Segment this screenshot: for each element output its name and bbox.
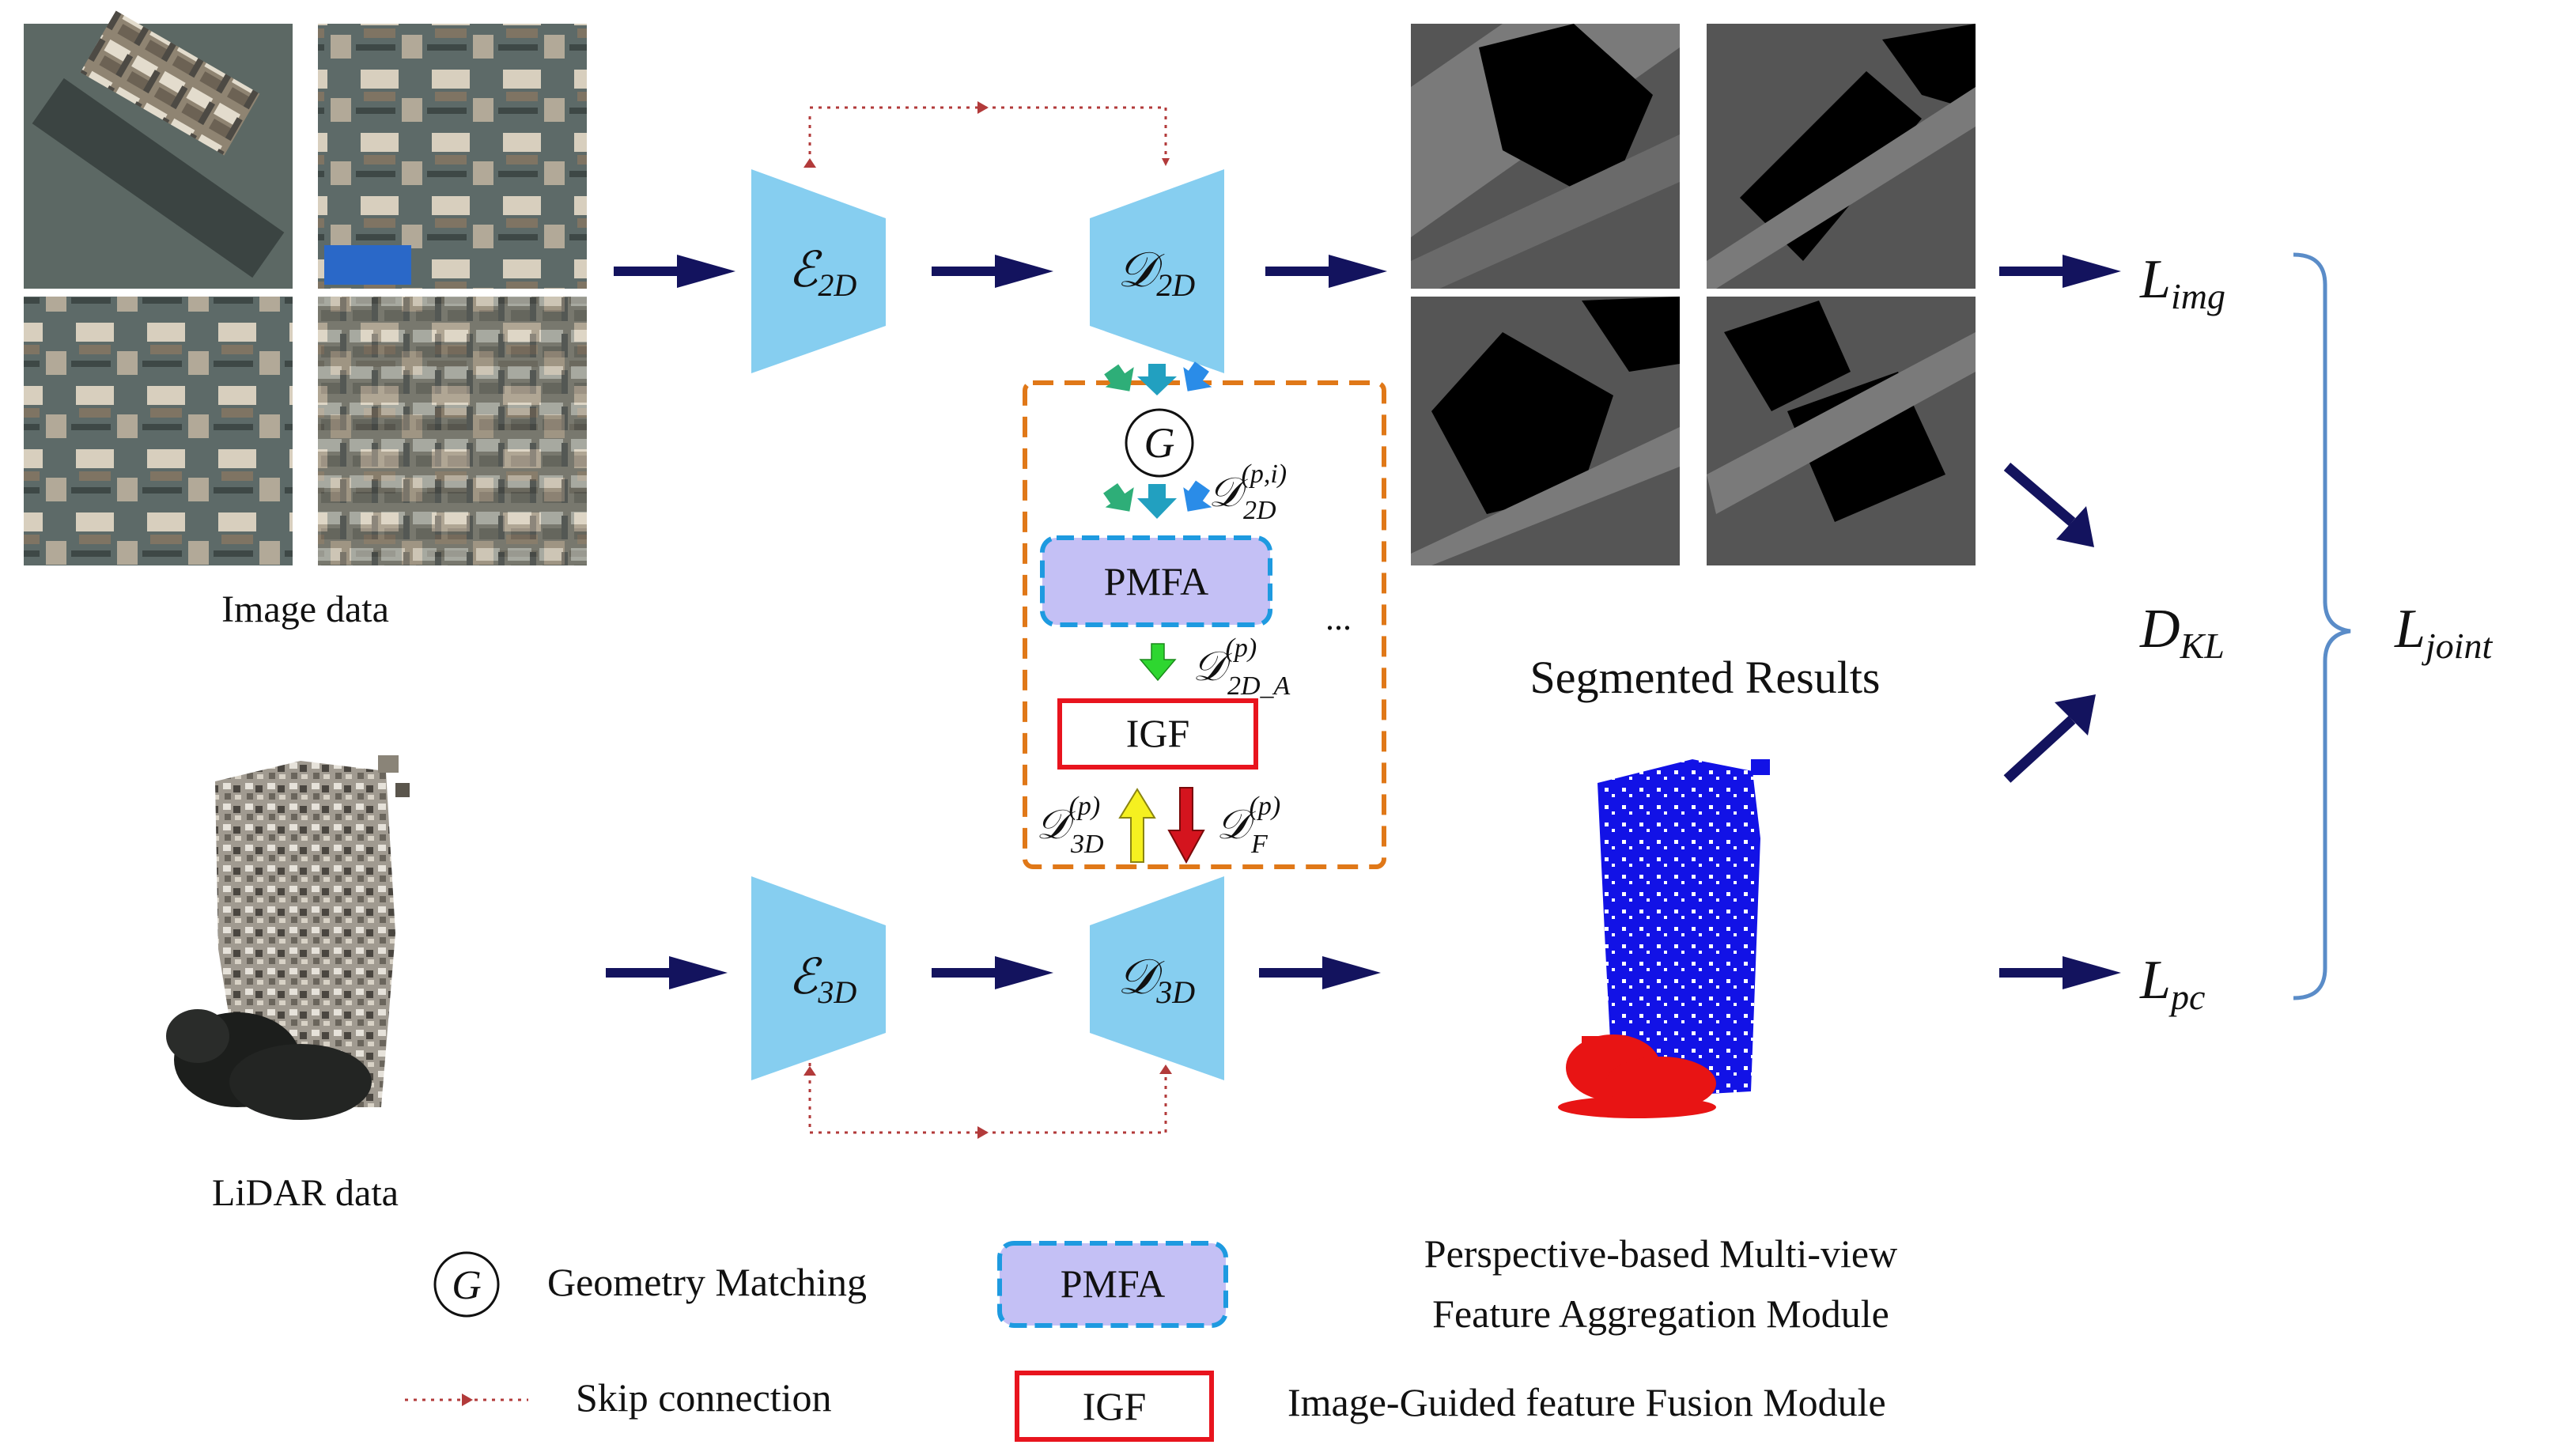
d3d-p-sub: 3D: [1070, 830, 1104, 859]
joint-brace: [2293, 252, 2351, 1000]
lidar-point-cloud: [166, 755, 410, 1120]
pmfa-box: [1040, 535, 1272, 627]
df-p-label: 𝒟(p): [1216, 792, 1280, 849]
legend-skip-connection: Skip connection: [576, 1375, 832, 1420]
arrow-results-to-limg: [1999, 255, 2121, 288]
loss-pc: Lpc: [2139, 950, 2205, 1017]
decoder-2d-shape: [1090, 169, 1224, 373]
decoder-3d-shape: [1090, 876, 1224, 1080]
arrow-e2d-to-d2d: [932, 255, 1053, 288]
loss-dkl: DKL: [2139, 599, 2225, 666]
legend-geometry-matching: Geometry Matching: [547, 1260, 867, 1304]
loss-joint: Ljoint: [2394, 599, 2493, 666]
encoder-3d-label: ℰ3D: [788, 947, 857, 1010]
aerial-tile-1-building: [80, 10, 260, 156]
d2d-a-sub: 2D_A: [1227, 671, 1291, 701]
encoder-3d-shape: [751, 876, 886, 1080]
legend: G Geometry Matching PMFA Perspective-bas…: [405, 1231, 1897, 1442]
igf-box: [1057, 698, 1258, 770]
legend-g-symbol: G: [452, 1263, 482, 1308]
legend-pmfa-desc-2: Feature Aggregation Module: [1432, 1291, 1889, 1336]
arrow-seg2d-to-dkl: [2003, 463, 2094, 547]
bottom-flow-arrows: [606, 956, 2121, 989]
image-data-tiles: [24, 10, 587, 565]
loss-img: Limg: [2139, 249, 2225, 316]
arrow-d3d-up-to-igf: [1118, 788, 1156, 863]
image-data-label: Image data: [221, 588, 389, 630]
module-ellipsis: ...: [1325, 599, 1352, 637]
legend-pmfa-desc-1: Perspective-based Multi-view: [1424, 1231, 1897, 1276]
top-flow-arrows: [614, 255, 2121, 288]
legend-pmfa-label: PMFA: [1061, 1261, 1165, 1306]
skip-connection-top: [808, 106, 1170, 166]
encoder-2d-label: ℰ2D: [788, 240, 857, 303]
aerial-tile-2-blue-roof: [324, 245, 411, 285]
skip-connection-bottom: [808, 1063, 1167, 1134]
aerial-tile-3: [24, 297, 293, 565]
encoder-2d-shape: [751, 169, 886, 373]
arrow-seg3d-to-dkl: [2003, 694, 2096, 783]
arrow-igf-down-to-d3d: [1167, 787, 1205, 864]
aerial-tile-1-road: [32, 78, 285, 278]
df-p-sub: F: [1250, 830, 1269, 859]
arrow-d2d-to-results: [1265, 255, 1387, 288]
arrow-pmfa-to-igf: [1139, 643, 1177, 682]
segmented-2d-masks: [1411, 24, 1976, 565]
skip-bottom-markers: [803, 1065, 1172, 1139]
segmented-3d-point-cloud: [1558, 759, 1770, 1118]
aerial-tile-4-overlay: [318, 297, 587, 565]
legend-igf-label: IGF: [1083, 1384, 1147, 1428]
d2d-pi-sub: 2D: [1243, 496, 1276, 525]
legend-pmfa-box: [997, 1241, 1228, 1328]
segmented-results-label: Segmented Results: [1529, 652, 1880, 703]
geometry-matching-g-symbol: G: [1144, 419, 1175, 467]
skip-top-markers: [803, 101, 989, 168]
legend-igf-desc: Image-Guided feature Fusion Module: [1287, 1380, 1886, 1424]
arrows-g-to-pmfa: [1103, 480, 1212, 519]
decoder-3d-label: 𝒟3D: [1117, 947, 1195, 1010]
arrow-e3d-to-d3d: [932, 956, 1053, 989]
geometry-matching-g-circle: [1125, 408, 1194, 478]
arrow-d3d-to-results: [1259, 956, 1381, 989]
arrows-into-g: [1104, 361, 1212, 395]
lidar-data-label: LiDAR data: [212, 1172, 399, 1214]
arrow-lidar-to-e3d: [606, 956, 728, 989]
arrow-results-to-lpc: [1999, 956, 2121, 989]
aerial-tile-2: [318, 24, 587, 289]
legend-skip-connection-line: [405, 1394, 528, 1406]
mask-separators: [1411, 24, 1976, 565]
arrow-image-to-e2d: [614, 255, 735, 288]
legend-g-circle: [433, 1251, 500, 1318]
pmfa-box-label: PMFA: [1104, 559, 1208, 603]
igf-box-label: IGF: [1126, 711, 1190, 755]
legend-igf-box: [1015, 1371, 1214, 1442]
